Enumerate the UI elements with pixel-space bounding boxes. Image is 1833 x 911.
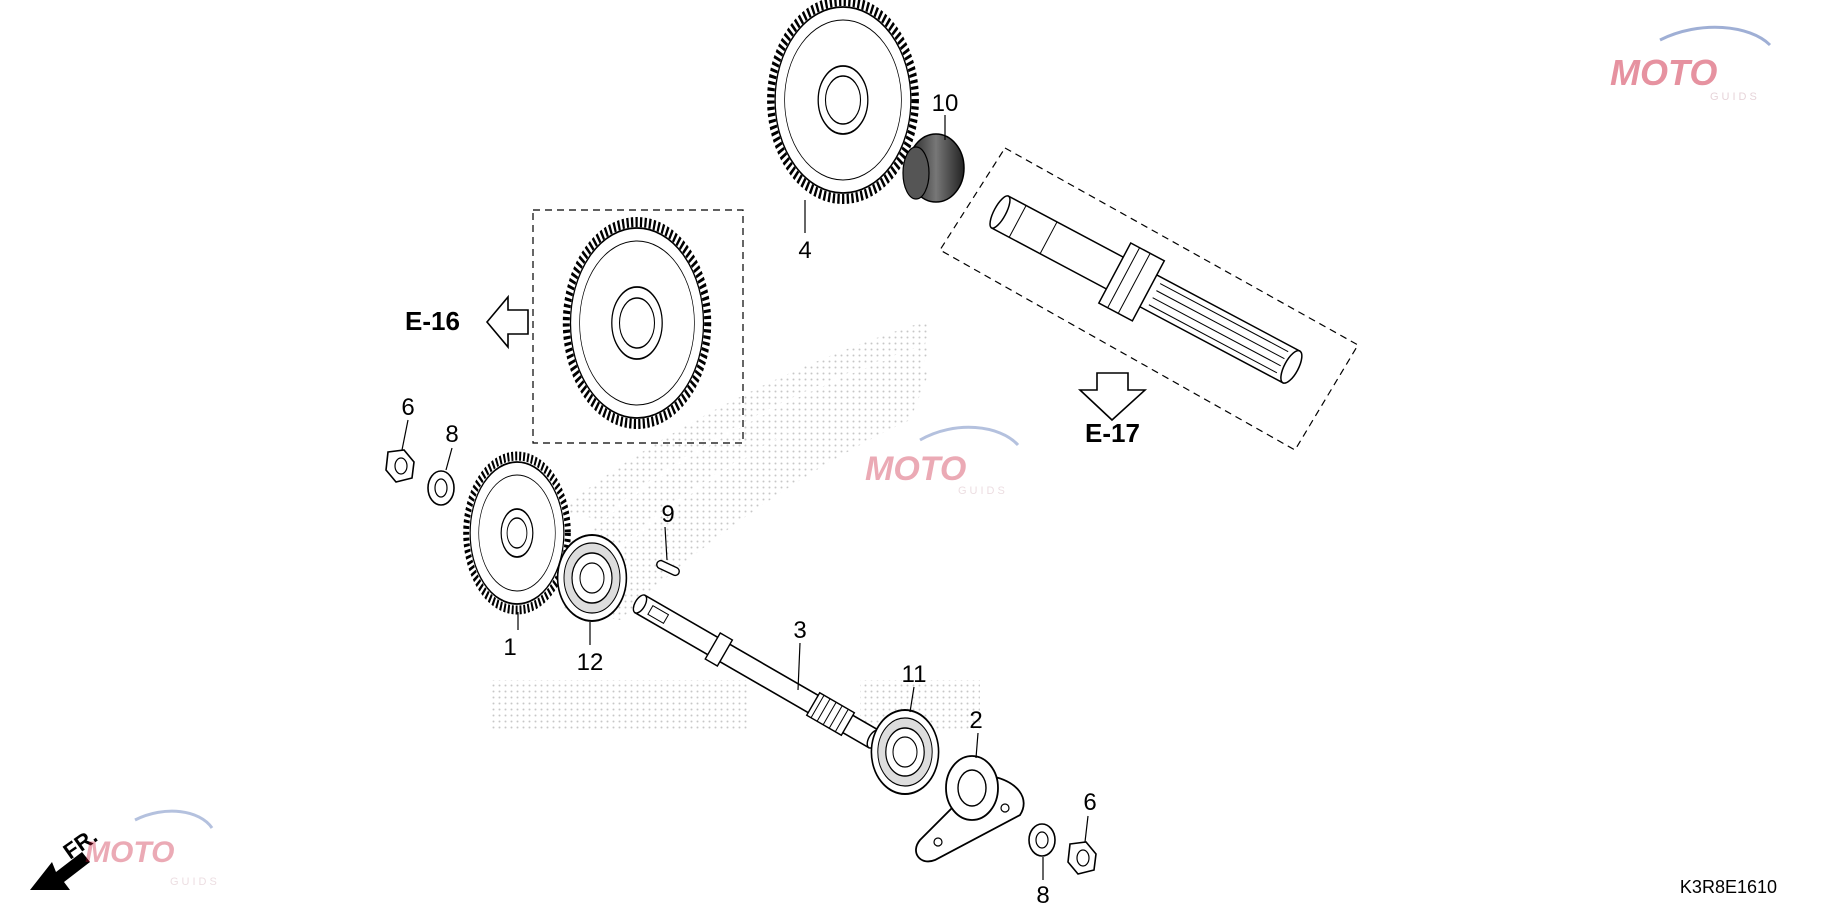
arrow-left-e16 (485, 294, 529, 350)
nut-part-6-upper (385, 449, 415, 483)
callout-1: 1 (503, 634, 516, 661)
callout-6-lower: 6 (1083, 789, 1096, 816)
diagram-code: K3R8E1610 (1680, 877, 1777, 897)
reference-e17-label[interactable]: E-17 (1085, 418, 1140, 448)
callout-9: 9 (661, 501, 674, 528)
nut-part-6-lower (1067, 841, 1097, 875)
watermark-sub-top: GUIDS (1710, 91, 1760, 103)
gear-part-4 (767, 0, 919, 204)
watermark-mark-center: MOTO (865, 450, 966, 488)
watermark-bottom-left: MOTO GUIDS (85, 809, 220, 888)
callout-2: 2 (969, 707, 982, 734)
leader-lines (401, 115, 1089, 880)
callout-11: 11 (902, 661, 927, 688)
arrow-down-e17 (1077, 372, 1148, 422)
callout-12: 12 (577, 649, 604, 676)
reference-e16-label[interactable]: E-16 (405, 306, 460, 336)
bearing-holder-part-2 (915, 755, 1025, 863)
washer-part-8-upper (427, 470, 455, 506)
callout-8-lower: 8 (1036, 882, 1049, 909)
callout-3: 3 (793, 617, 806, 644)
watermark-mark-bottom: MOTO (85, 836, 174, 869)
watermark-top-right: MOTO GUIDS (1610, 25, 1772, 103)
watermark-mark-top: MOTO (1610, 52, 1717, 93)
background-logo (490, 320, 980, 730)
key-part-9 (656, 559, 680, 577)
ball-bearing-part-11 (870, 709, 940, 795)
watermark-sub-bottom: GUIDS (170, 876, 220, 888)
dashed-box-e17 (939, 147, 1359, 451)
washer-part-8-lower (1028, 823, 1056, 857)
callout-4: 4 (798, 237, 811, 264)
gear-part-1 (463, 451, 571, 615)
callout-10: 10 (932, 90, 959, 117)
callout-8-upper: 8 (445, 421, 458, 448)
watermark-sub-center: GUIDS (958, 485, 1008, 497)
shaft-part-3 (632, 594, 882, 749)
callout-6-upper: 6 (401, 394, 414, 421)
watermark-center: MOTO GUIDS (865, 425, 1020, 497)
gear-e16 (562, 217, 712, 429)
needle-bearing-part-10 (902, 133, 965, 203)
output-shaft-e17 (989, 195, 1303, 384)
ball-bearing-part-12 (556, 534, 628, 622)
dashed-box-e16 (532, 209, 744, 444)
